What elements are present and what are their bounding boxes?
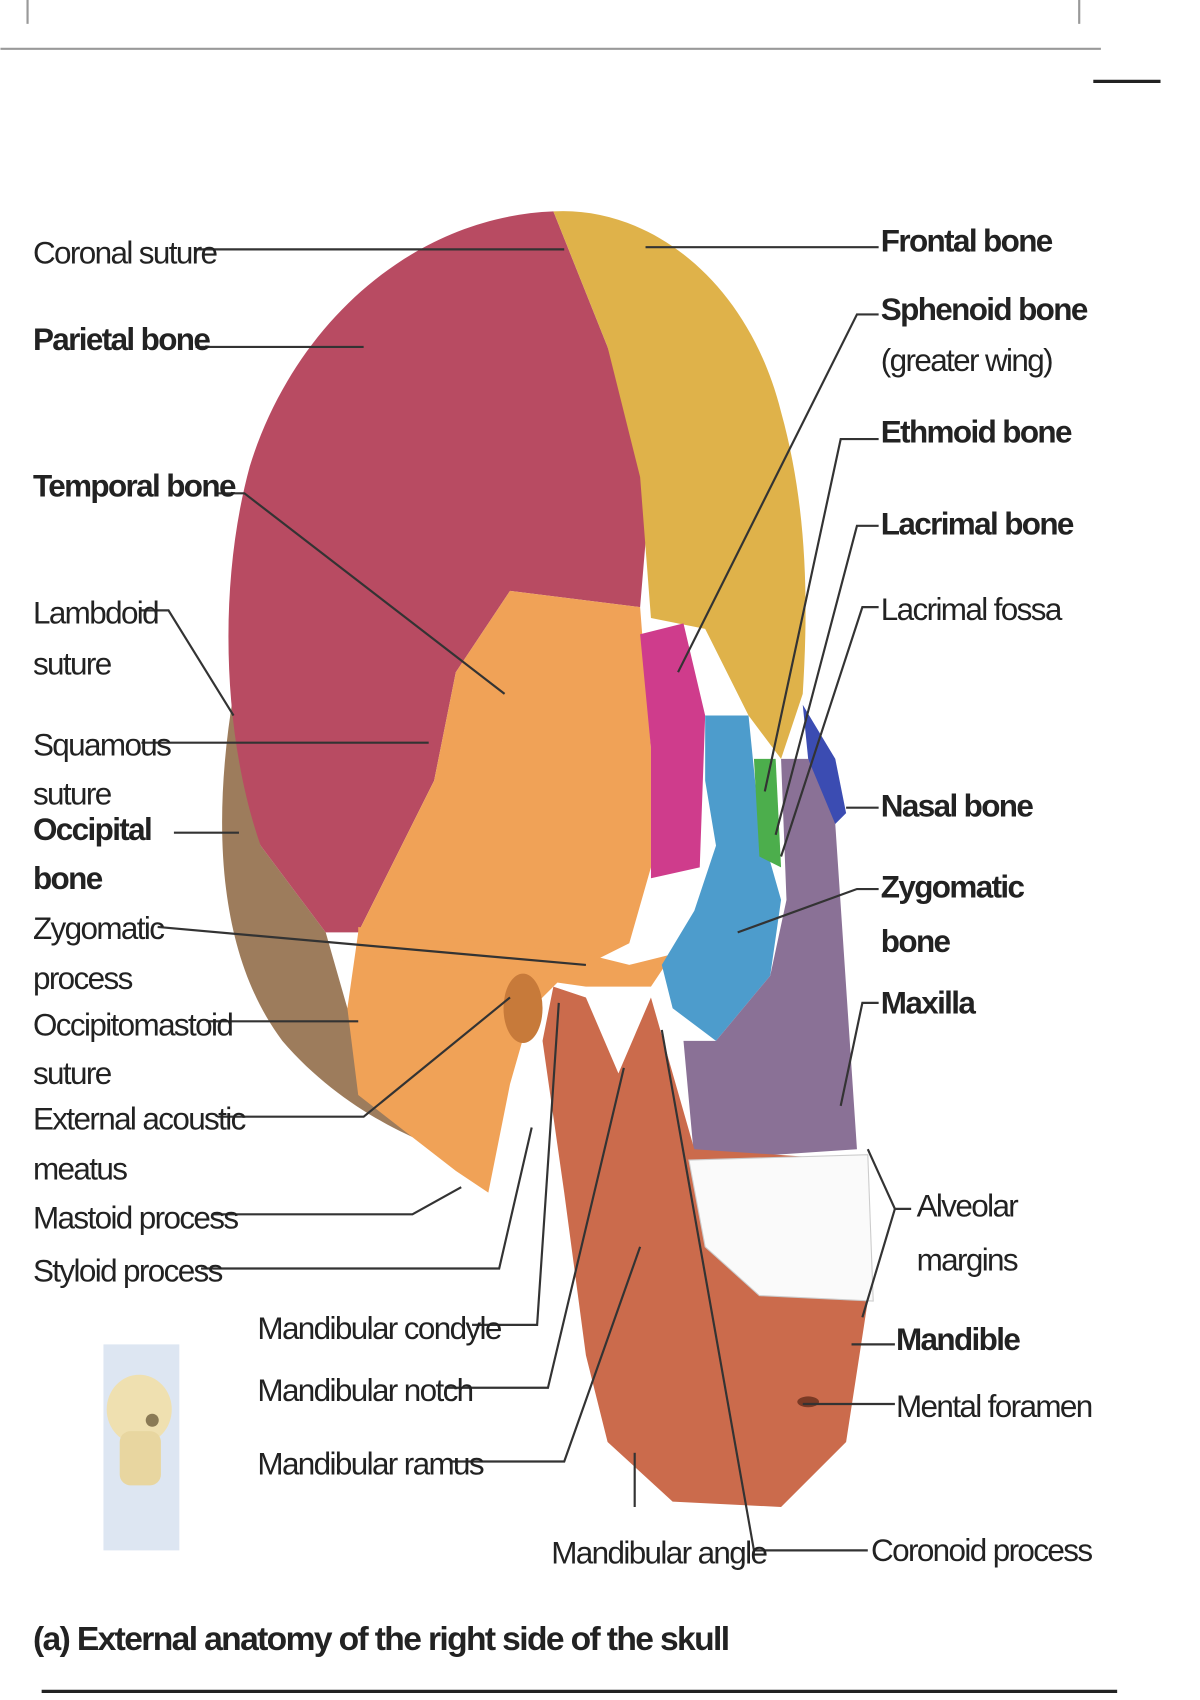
zygomatic-process-shape bbox=[358, 926, 673, 987]
label-mental-foramen: Mental foramen bbox=[896, 1389, 1092, 1424]
label-nasal-bone: Nasal bone bbox=[881, 788, 1034, 823]
label-lambdoid-suture: Lambdoid bbox=[33, 595, 158, 630]
nasal-bone-shape bbox=[802, 704, 847, 830]
parietal-bone-shape bbox=[228, 211, 651, 933]
skull-illustration bbox=[222, 211, 874, 1508]
figure-caption: (a) External anatomy of the right side o… bbox=[33, 1621, 728, 1658]
label-ethmoid-bone: Ethmoid bone bbox=[881, 414, 1072, 449]
external-acoustic-meatus-shape bbox=[503, 973, 543, 1043]
frontal-bone-shape bbox=[553, 211, 806, 759]
label-zygomatic-bone: Zygomatic bbox=[881, 870, 1025, 905]
label-mandibular-ramus: Mandibular ramus bbox=[257, 1446, 483, 1481]
label-sphenoid-bone: Sphenoid bone bbox=[881, 292, 1088, 327]
label-zygomatic-process: Zygomatic bbox=[33, 911, 164, 946]
label-external-acoustic-meatus-2: meatus bbox=[33, 1152, 127, 1187]
label-alveolar-margins: Alveolar bbox=[917, 1188, 1019, 1223]
label-frontal-bone: Frontal bone bbox=[881, 224, 1053, 259]
mental-foramen-shape bbox=[797, 1396, 820, 1408]
label-styloid-process: Styloid process bbox=[33, 1254, 223, 1289]
label-lacrimal-fossa: Lacrimal fossa bbox=[881, 592, 1063, 627]
ethmoid-bone-shape bbox=[753, 758, 782, 868]
label-lambdoid-suture-2: suture bbox=[33, 646, 112, 681]
label-occipitomastoid-suture-2: suture bbox=[33, 1056, 112, 1091]
label-sphenoid-greater-wing: (greater wing) bbox=[881, 343, 1052, 378]
skull-thumbnail bbox=[103, 1344, 180, 1551]
teeth-shape bbox=[688, 1154, 874, 1302]
label-maxilla: Maxilla bbox=[881, 986, 977, 1021]
maxilla-shape bbox=[683, 758, 857, 1161]
label-occipital-bone: Occipital bbox=[33, 812, 151, 847]
label-lacrimal-bone: Lacrimal bone bbox=[881, 507, 1074, 542]
label-mandibular-angle: Mandibular angle bbox=[551, 1535, 767, 1570]
sphenoid-bone-shape bbox=[640, 623, 706, 879]
label-zygomatic-bone-2: bone bbox=[881, 924, 951, 959]
label-mastoid-process: Mastoid process bbox=[33, 1200, 238, 1235]
label-external-acoustic-meatus: External acoustic bbox=[33, 1102, 246, 1137]
label-squamous-suture-2: suture bbox=[33, 776, 112, 811]
label-coronoid-process: Coronoid process bbox=[871, 1533, 1092, 1568]
label-occipitomastoid-suture: Occipitomastoid bbox=[33, 1007, 232, 1042]
label-mandible: Mandible bbox=[896, 1322, 1020, 1357]
leader-lines bbox=[141, 246, 912, 1552]
label-coronal-suture: Coronal suture bbox=[33, 235, 218, 270]
zygomatic-bone-shape bbox=[661, 715, 782, 1041]
label-occipital-bone-2: bone bbox=[33, 861, 103, 896]
temporal-bone-shape bbox=[347, 590, 651, 1193]
label-mandibular-notch: Mandibular notch bbox=[257, 1373, 472, 1408]
label-alveolar-margins-2: margins bbox=[917, 1243, 1018, 1278]
label-temporal-bone: Temporal bone bbox=[33, 469, 236, 504]
label-parietal-bone: Parietal bone bbox=[33, 322, 210, 357]
label-squamous-suture: Squamous bbox=[33, 728, 171, 763]
label-zygomatic-process-2: process bbox=[33, 961, 133, 996]
label-mandibular-condyle: Mandibular condyle bbox=[257, 1311, 501, 1346]
